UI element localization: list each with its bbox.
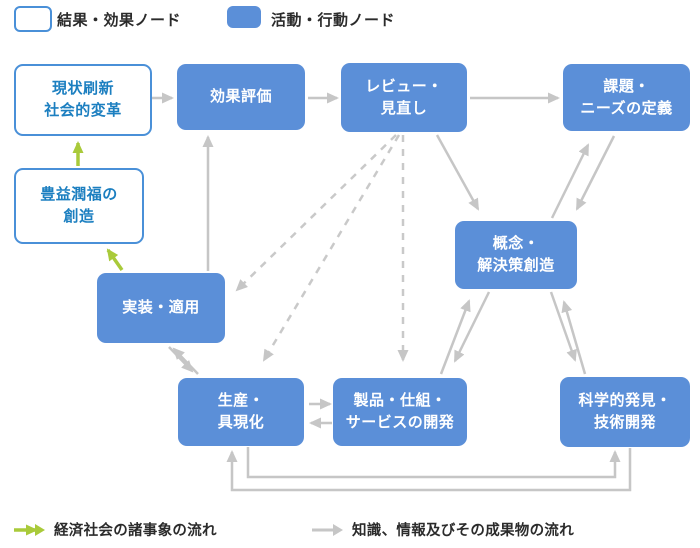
legend-bottom: 経済社会の諸事象の流れ 知識、情報及びその成果物の流れ	[0, 515, 700, 545]
gray-flow-arrow-icon	[312, 523, 343, 536]
node-social-transformation: 現状刷新 社会的変革	[14, 64, 152, 136]
node-review: レビュー・ 見直し	[341, 63, 467, 132]
green-flow-arrow-icon	[14, 523, 45, 536]
arrow-implementation-to-production	[168, 346, 194, 373]
result-node-label: 結果・効果ノード	[57, 12, 182, 29]
arrow-needs-to-concept	[575, 135, 616, 211]
dashed-arrow-review-to-implementation	[235, 134, 397, 292]
node-needs-definition: 課題・ ニーズの定義	[563, 64, 690, 131]
arrow-review-to-concept	[435, 134, 480, 211]
green-arrow-implementation-to-wealth	[106, 248, 124, 272]
activity-node-label: 活動・行動ノード	[271, 12, 396, 29]
node-effect-evaluation: 効果評価	[177, 64, 305, 130]
arrow-concept-to-product	[453, 291, 491, 363]
arrow-product-to-concept	[439, 299, 471, 375]
legend-top: 結果・効果ノード 活動・行動ノード	[0, 0, 700, 36]
dashed-arrow-review-to-production	[262, 134, 401, 362]
green-flow-label: 経済社会の諸事象の流れ	[54, 523, 217, 539]
arrow-concept-to-science	[549, 291, 577, 362]
gray-flow-label: 知識、情報及びその成果物の流れ	[352, 523, 574, 539]
arrow-concept-to-needs	[550, 143, 590, 219]
node-scientific-discovery: 科学的発見・ 技術開発	[560, 377, 690, 447]
node-production: 生産・ 具現化	[178, 378, 304, 446]
arrow-science-to-concept	[561, 300, 587, 375]
node-concept-creation: 概念・ 解決策創造	[455, 221, 577, 289]
node-wealth-creation: 豊益潤福の 創造	[14, 168, 144, 244]
arrow-production-to-science-loop	[246, 447, 621, 479]
result-node-swatch	[14, 6, 52, 32]
node-implementation: 実装・適用	[97, 273, 225, 343]
node-product-development: 製品・仕組・ サービスの開発	[333, 378, 467, 446]
arrow-science-to-production-loop	[226, 448, 632, 492]
activity-node-swatch	[227, 6, 261, 28]
arrow-production-to-implementation	[172, 347, 199, 375]
